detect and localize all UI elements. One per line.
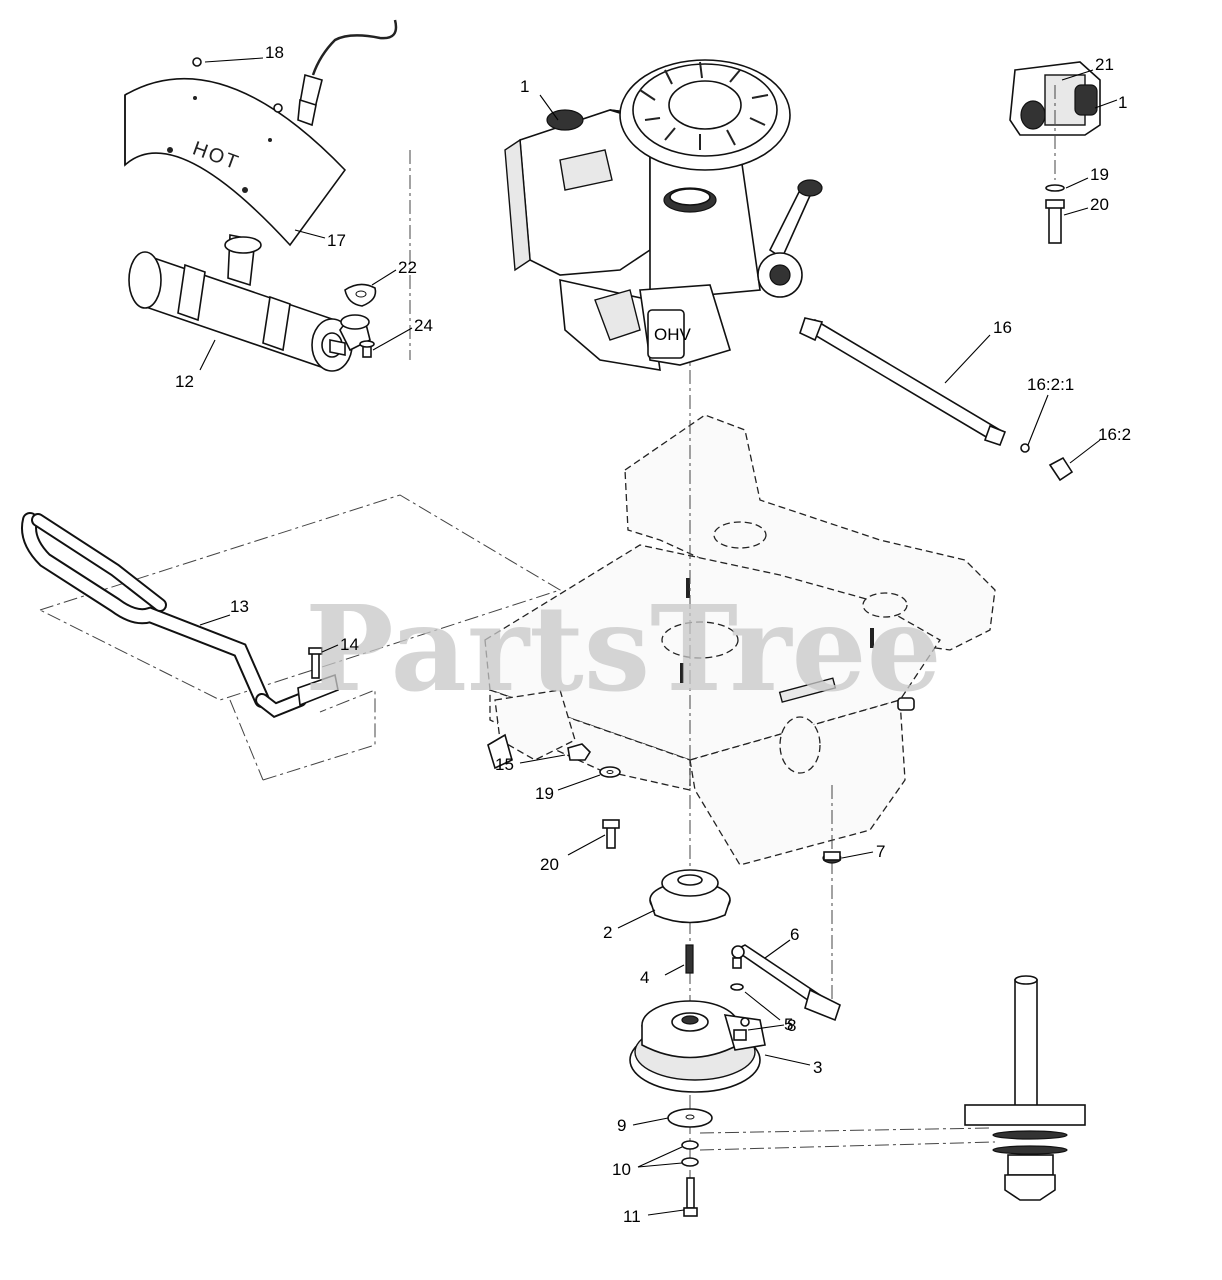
clutch-anti-rotation-bracket — [731, 944, 841, 1022]
callout-19-detail: 19 — [1090, 165, 1109, 184]
callout-10: 10 — [612, 1160, 631, 1179]
drive-pulley — [649, 869, 731, 924]
callout-21: 21 — [1095, 55, 1114, 74]
handle-bolt — [308, 647, 323, 679]
callout-16-2-1: 16:2:1 — [1027, 375, 1074, 394]
exhaust-bolt — [359, 340, 375, 358]
callout-16: 16 — [993, 318, 1012, 337]
callout-3: 3 — [813, 1058, 822, 1077]
callout-12: 12 — [175, 372, 194, 391]
callout-17: 17 — [327, 231, 346, 250]
callout-11: 11 — [623, 1207, 641, 1226]
callout-4: 4 — [640, 968, 649, 987]
callout-15: 15 — [495, 755, 514, 774]
flange-nut — [567, 743, 592, 761]
callout-5: 5 — [784, 1015, 793, 1034]
callout-16-2: 16:2 — [1098, 425, 1131, 444]
clutch-nut — [733, 1029, 747, 1041]
callout-13: 13 — [230, 597, 249, 616]
mount-bolt — [602, 819, 620, 849]
bracket-washer — [730, 983, 744, 991]
electric-pto-clutch — [629, 1000, 766, 1093]
engine-assembly: OHV — [504, 59, 823, 371]
callout-9: 9 — [617, 1116, 626, 1135]
rubber-grommet — [822, 851, 842, 864]
callout-leaders — [199, 57, 1118, 1216]
callout-24: 24 — [414, 316, 433, 335]
clutch-spacer — [667, 1108, 713, 1128]
exhaust-gasket — [344, 283, 377, 307]
engine-detail-inset — [1009, 61, 1101, 244]
flat-washer — [599, 766, 621, 778]
callout-18: 18 — [265, 43, 284, 62]
parts-tree-watermark: PartsTree — [305, 579, 942, 718]
callout-labels: 1 1 2 3 4 5 6 7 8 9 10 11 12 13 14 15 16… — [175, 43, 1131, 1226]
clutch-washers — [681, 1140, 699, 1167]
callout-1-engine: 1 — [520, 77, 529, 96]
svg-text:OHV: OHV — [654, 325, 692, 344]
callout-6: 6 — [790, 925, 799, 944]
callout-14: 14 — [340, 635, 359, 654]
pulley-key — [685, 944, 694, 974]
callout-1-engine-detail: 1 — [1118, 93, 1127, 112]
muffler — [128, 234, 371, 372]
callout-20-detail: 20 — [1090, 195, 1109, 214]
washer-detail-inset — [964, 975, 1086, 1201]
clutch-bolt — [683, 1177, 698, 1217]
engine-mount-plate-outline — [38, 494, 562, 781]
tube-o-ring — [1020, 443, 1030, 453]
tube-cap — [1048, 456, 1074, 482]
oxygen-sensor-cable — [297, 19, 398, 127]
callout-2: 2 — [603, 923, 612, 942]
handle-bar — [21, 512, 339, 718]
callout-7: 7 — [876, 842, 885, 861]
fuel-tube — [799, 317, 1074, 482]
callout-19: 19 — [535, 784, 554, 803]
callout-8: 8 — [787, 1016, 796, 1035]
callout-22: 22 — [398, 258, 417, 277]
chassis-frame — [484, 414, 996, 866]
callout-20: 20 — [540, 855, 559, 874]
